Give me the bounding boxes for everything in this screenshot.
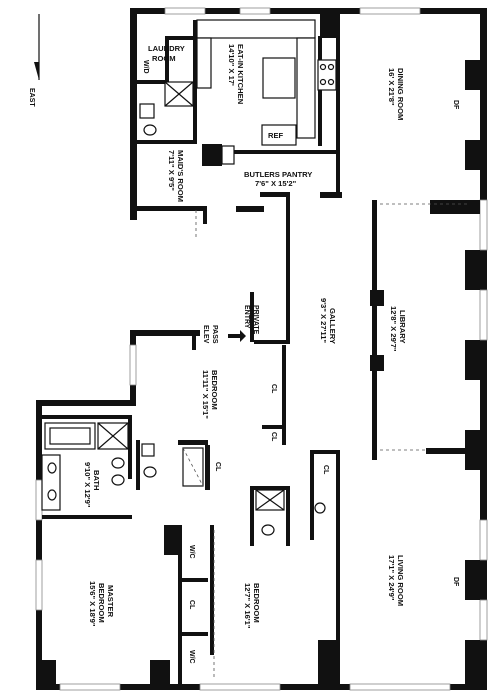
- svg-text:14'10" X 17': 14'10" X 17': [227, 44, 236, 86]
- svg-text:9'3" X 27'11": 9'3" X 27'11": [319, 298, 328, 343]
- bedroom1-label: BEDROOM 11'11" X 15'1": [201, 370, 219, 419]
- gallery-label: GALLERY 9'3" X 27'11": [319, 298, 337, 344]
- library-label: LIBRARY 12'8" X 29'7": [389, 306, 407, 352]
- master-bedroom-label: MASTER BEDROOM 15'6" X 18'9": [88, 581, 115, 627]
- refrigerator: [261, 124, 297, 146]
- svg-text:12'7" X 16'1": 12'7" X 16'1": [243, 583, 252, 629]
- svg-text:MASTER: MASTER: [106, 585, 115, 618]
- windows: [35, 7, 488, 691]
- svg-text:DINING ROOM: DINING ROOM: [396, 68, 405, 120]
- pass-elev-label: PASS ELEV: [202, 325, 218, 344]
- df-dining-label: DF: [452, 100, 459, 110]
- dashed-lines: [195, 203, 470, 680]
- svg-text:LIBRARY: LIBRARY: [398, 310, 407, 343]
- svg-text:ROOM: ROOM: [152, 54, 176, 63]
- svg-text:9'10" X 12'9": 9'10" X 12'9": [83, 462, 92, 508]
- svg-text:LAUNDRY: LAUNDRY: [148, 44, 185, 53]
- svg-text:7'11" X 9'5": 7'11" X 9'5": [167, 150, 176, 191]
- maids-room-label: MAID'S ROOM 7'11" X 9'5": [167, 150, 185, 202]
- compass-label: EAST: [28, 88, 35, 107]
- wd-label: W/D: [142, 60, 149, 74]
- wic-lower-label: W/C: [188, 650, 195, 664]
- kitchen-island: [262, 57, 296, 99]
- svg-text:16' X 21'8": 16' X 21'8": [387, 68, 396, 106]
- svg-text:BUTLERS PANTRY: BUTLERS PANTRY: [244, 170, 312, 179]
- living-room-label: LIVING ROOM 17'1" X 24'9": [387, 555, 405, 606]
- range: [317, 59, 337, 91]
- svg-text:BEDROOM: BEDROOM: [210, 370, 219, 410]
- svg-text:11'11" X 15'1": 11'11" X 15'1": [201, 370, 210, 419]
- dining-room-label: DINING ROOM 16' X 21'8": [387, 68, 405, 120]
- cl-bedroom1-label: CL: [270, 384, 277, 394]
- kitchen-label: EAT-IN KITCHEN 14'10" X 17': [227, 44, 245, 104]
- cl-small-label: CL: [270, 432, 277, 442]
- svg-text:17'1" X 24'9": 17'1" X 24'9": [387, 555, 396, 601]
- svg-text:ENTRY: ENTRY: [243, 305, 250, 329]
- entry-arrow-icon: [228, 330, 246, 342]
- svg-text:LIVING ROOM: LIVING ROOM: [396, 555, 405, 606]
- svg-text:7'6" X 15'2": 7'6" X 15'2": [255, 179, 297, 188]
- fixtures: [41, 19, 337, 536]
- svg-text:BEDROOM: BEDROOM: [97, 583, 106, 623]
- cl-hall-label: CL: [214, 462, 221, 472]
- private-entry-label: PRIVATE ENTRY: [243, 305, 259, 335]
- svg-text:MAID'S ROOM: MAID'S ROOM: [176, 150, 185, 202]
- labels: LAUNDRY ROOM W/D EAT-IN KITCHEN 14'10" X…: [83, 44, 459, 664]
- bedroom2-label: BEDROOM 12'7" X 16'1": [243, 583, 261, 629]
- svg-text:PRIVATE: PRIVATE: [252, 305, 259, 335]
- wic-upper-label: W/C: [188, 545, 195, 559]
- bath-label: BATH 9'10" X 12'9": [83, 462, 101, 508]
- svg-text:12'8" X 29'7": 12'8" X 29'7": [389, 306, 398, 352]
- svg-text:PASS: PASS: [211, 325, 218, 344]
- cl-gallery-label: CL: [322, 465, 329, 475]
- laundry-room-label: LAUNDRY ROOM: [148, 44, 185, 63]
- svg-text:ELEV: ELEV: [202, 325, 209, 344]
- compass: EAST: [28, 14, 40, 107]
- butlers-pantry-label: BUTLERS PANTRY 7'6" X 15'2": [244, 170, 312, 188]
- cl-between-wic-label: CL: [188, 600, 195, 610]
- interior-walls: [42, 20, 480, 685]
- ref-label: REF: [268, 131, 284, 140]
- svg-text:EAT-IN KITCHEN: EAT-IN KITCHEN: [236, 44, 245, 104]
- df-living-label: DF: [452, 577, 459, 587]
- svg-text:BATH: BATH: [92, 470, 101, 491]
- svg-text:BEDROOM: BEDROOM: [252, 583, 261, 623]
- svg-text:GALLERY: GALLERY: [328, 308, 337, 344]
- svg-text:15'6" X 18'9": 15'6" X 18'9": [88, 581, 97, 627]
